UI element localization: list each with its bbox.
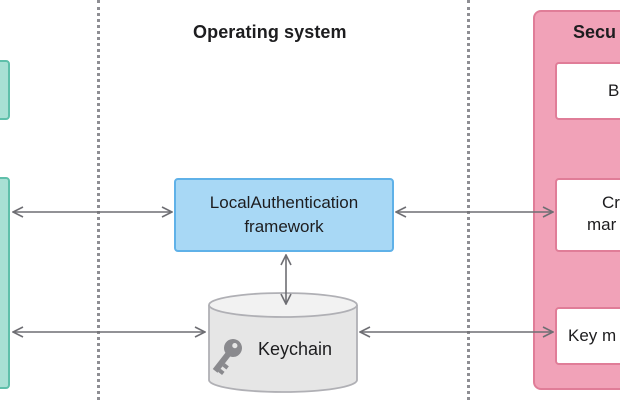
local-authentication-line2: framework [244, 217, 324, 236]
secure-enclave-box-1: B [555, 62, 620, 120]
key-icon [212, 339, 242, 375]
secure-enclave-title: Secu [573, 22, 617, 42]
secure-enclave-box-2-line1: Cr [602, 193, 620, 212]
column-divider-left [97, 0, 100, 400]
secure-enclave-box-2-line2: mar [587, 215, 617, 234]
secure-enclave-box-3-label: Key m [568, 326, 617, 345]
keychain-database [208, 292, 358, 393]
local-authentication-line1: LocalAuthentication [209, 193, 359, 212]
secure-enclave-box-3: Key m [555, 307, 620, 365]
secure-enclave-box-1-label: B [608, 81, 620, 100]
app-block-top [0, 60, 10, 120]
column-divider-right [467, 0, 470, 400]
app-block-main [0, 177, 10, 389]
keychain-label: Keychain [258, 339, 333, 359]
operating-system-title: Operating system [193, 22, 347, 42]
local-authentication-framework-box: LocalAuthentication framework [174, 178, 394, 252]
secure-enclave-box-2: Cr mar [555, 178, 620, 252]
